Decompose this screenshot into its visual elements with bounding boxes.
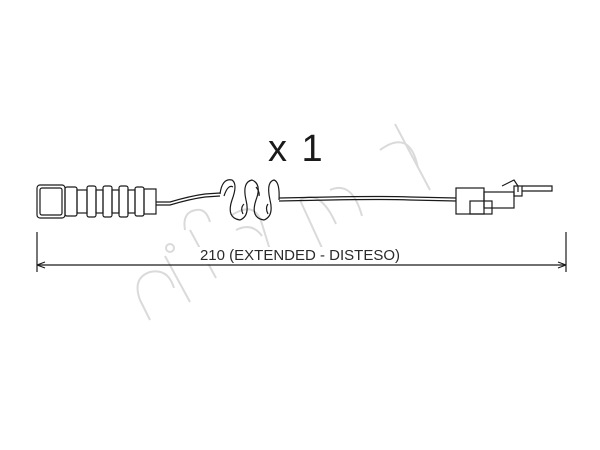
sensor-cable — [156, 192, 457, 206]
cifam-watermark — [136, 123, 431, 321]
dimension-label: 210 (EXTENDED - DISTESO) — [197, 247, 403, 264]
quantity-label: x 1 — [268, 128, 325, 170]
dimension-line — [36, 232, 567, 272]
coil-spring — [219, 179, 280, 221]
connector-plug — [455, 179, 553, 215]
sensor-head — [36, 184, 157, 219]
dimension-label-wrapper: 210 (EXTENDED - DISTESO) — [0, 247, 600, 264]
wear-sensor — [36, 179, 553, 221]
